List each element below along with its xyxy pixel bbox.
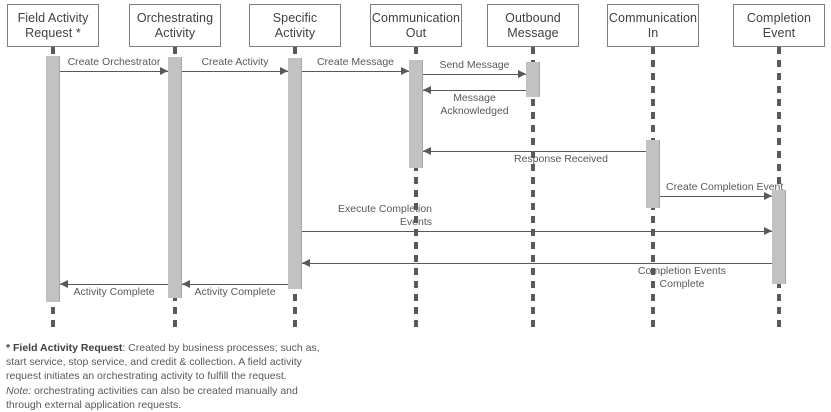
message-label-message-acknowledged: Message Acknowledged — [440, 92, 509, 117]
footnote-line-2: start service, stop service, and credit … — [6, 356, 302, 369]
lifeline-spine-communication-out — [414, 47, 418, 332]
arrow-head-activity-complete-1 — [182, 280, 190, 288]
activation-bar-outbound-message — [526, 62, 540, 97]
lifeline-label: Orchestrating Activity — [136, 10, 214, 40]
lifeline-header-outbound-message[interactable]: Outbound Message — [487, 4, 579, 47]
lifeline-spine-completion-event — [777, 47, 781, 332]
arrow-head-execute-completion-events — [764, 227, 772, 235]
arrow-head-activity-complete-2 — [60, 280, 68, 288]
message-label-activity-complete-2: Activity Complete — [73, 286, 155, 298]
message-line-send-message — [423, 74, 526, 75]
lifeline-header-communication-out[interactable]: Communication Out — [370, 4, 462, 47]
message-line-create-completion-event — [660, 196, 772, 197]
lifeline-label: Communication In — [608, 10, 698, 40]
message-line-execute-completion-events — [302, 231, 772, 232]
footnote-text-4: orchestrating activities can also be cre… — [31, 384, 298, 397]
activation-bar-communication-out — [409, 60, 423, 168]
activation-bar-specific-activity — [288, 58, 302, 289]
message-line-message-acknowledged — [423, 90, 526, 91]
message-line-create-message — [302, 71, 409, 72]
lifeline-label: Specific Activity — [272, 10, 318, 40]
activation-bar-field-activity-request — [46, 56, 60, 302]
footnote-line-5: through external application requests. — [6, 398, 182, 411]
message-line-create-activity — [182, 71, 288, 72]
arrow-head-message-acknowledged — [423, 86, 431, 94]
lifeline-header-communication-in[interactable]: Communication In — [607, 4, 699, 47]
footnote-line-1: * Field Activity Request: Created by bus… — [6, 341, 326, 355]
message-label-create-orchestrator: Create Orchestrator — [67, 55, 161, 68]
message-line-create-orchestrator — [60, 71, 168, 72]
lifeline-label: Communication Out — [371, 10, 461, 40]
activation-bar-communication-in — [646, 140, 660, 208]
message-label-send-message: Send Message — [439, 58, 510, 71]
lifeline-label: Completion Event — [746, 10, 812, 40]
message-line-completion-events-complete — [302, 263, 772, 264]
footnote-line-4: Note: orchestrating activities can also … — [6, 384, 326, 398]
lifeline-header-completion-event[interactable]: Completion Event — [733, 4, 825, 47]
footnote: * Field Activity Request: Created by bus… — [6, 341, 326, 412]
message-label-create-message: Create Message — [316, 55, 395, 68]
activation-bar-orchestrating-activity — [168, 57, 182, 298]
message-label-execute-completion-events: Execute Completion Events — [338, 203, 432, 228]
message-label-activity-complete-1: Activity Complete — [194, 286, 276, 298]
message-label-response-received: Response Received — [514, 153, 608, 165]
arrow-head-create-orchestrator — [160, 67, 168, 75]
footnote-marker: * Field Activity Request — [6, 342, 123, 354]
arrow-head-response-received — [423, 147, 431, 155]
message-line-activity-complete-1 — [182, 284, 288, 285]
arrow-head-create-message — [401, 67, 409, 75]
arrow-head-completion-events-complete — [302, 259, 310, 267]
arrow-head-create-activity — [280, 67, 288, 75]
message-label-create-activity: Create Activity — [201, 55, 269, 68]
activation-bar-completion-event — [772, 190, 786, 284]
message-line-response-received — [423, 151, 646, 152]
arrow-head-send-message — [518, 70, 526, 78]
lifeline-header-orchestrating-activity[interactable]: Orchestrating Activity — [129, 4, 221, 47]
footnote-line-3: request initiates an orchestrating activ… — [6, 370, 287, 383]
message-line-activity-complete-2 — [60, 284, 168, 285]
lifeline-label: Field Activity Request * — [17, 10, 89, 40]
message-label-completion-events-complete: Completion Events Complete — [637, 265, 727, 290]
message-label-create-completion-event: Create Completion Event — [666, 180, 784, 193]
footnote-note-label: Note: — [6, 384, 32, 397]
arrow-head-create-completion-event — [764, 192, 772, 200]
lifeline-header-specific-activity[interactable]: Specific Activity — [249, 4, 341, 47]
lifeline-spine-outbound-message — [531, 47, 535, 332]
lifeline-header-field-activity-request[interactable]: Field Activity Request * — [7, 4, 99, 47]
footnote-text-1: : Created by business processes; such as… — [122, 342, 320, 354]
lifeline-label: Outbound Message — [505, 10, 561, 40]
